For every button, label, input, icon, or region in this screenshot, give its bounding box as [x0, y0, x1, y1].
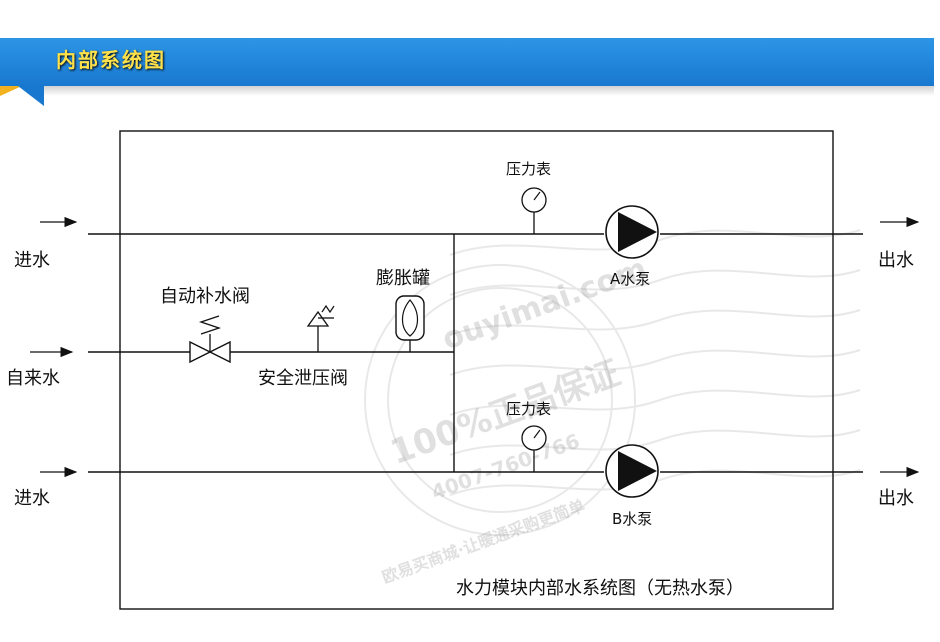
pump-b-icon	[605, 444, 659, 498]
label-outlet-bottom: 出水	[878, 488, 914, 509]
label-pump-b: B水泵	[612, 510, 653, 528]
label-gauge-top: 压力表	[506, 160, 552, 178]
pressure-gauge-bottom-icon	[521, 425, 547, 472]
watermark	[364, 229, 861, 536]
label-safety-valve: 安全泄压阀	[258, 368, 348, 389]
label-makeup-valve: 自动补水阀	[160, 286, 250, 307]
section-title: 内部系统图	[56, 48, 166, 72]
banner-accent-yellow	[0, 86, 22, 96]
label-inlet-bottom: 进水	[14, 488, 50, 509]
banner-accent-blue	[18, 86, 44, 106]
section-banner	[0, 38, 934, 86]
label-outlet-top: 出水	[878, 250, 914, 271]
pump-a-icon	[605, 205, 659, 259]
expansion-tank-icon	[395, 295, 425, 352]
module-boundary	[119, 130, 834, 610]
diagram-caption: 水力模块内部水系统图（无热水泵）	[456, 578, 744, 599]
label-expansion-tank: 膨胀罐	[376, 268, 430, 289]
makeup-valve-icon	[189, 315, 231, 364]
label-pump-a: A水泵	[610, 270, 651, 288]
label-inlet-top: 进水	[14, 250, 50, 271]
safety-valve-icon	[306, 304, 335, 352]
label-gauge-bottom: 压力表	[506, 400, 552, 418]
label-inlet-city: 自来水	[6, 368, 60, 389]
banner-shadow	[28, 86, 934, 96]
pressure-gauge-top-icon	[521, 187, 547, 234]
